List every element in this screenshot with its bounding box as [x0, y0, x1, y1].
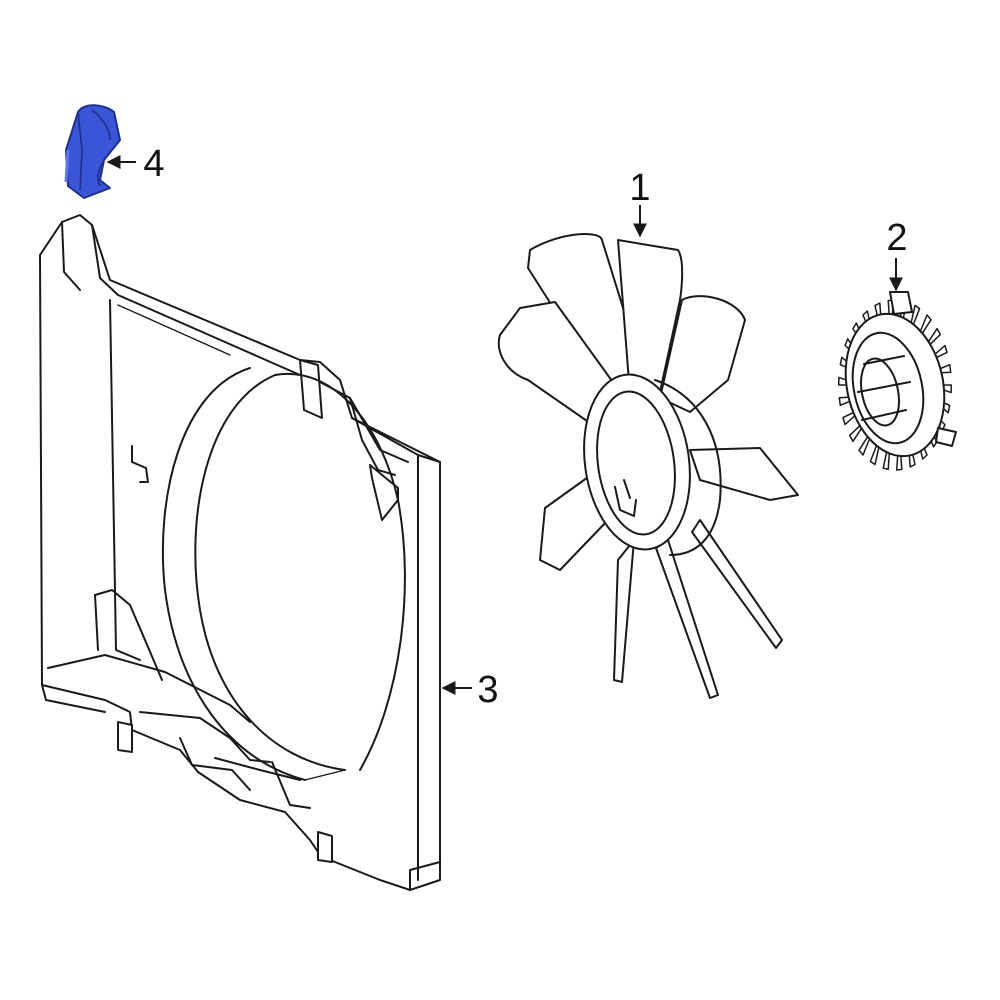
- callout-4: 4: [106, 143, 165, 185]
- callout-3: 3: [441, 669, 499, 711]
- shroud-clip[interactable]: [64, 104, 121, 199]
- callout-2-label: 2: [886, 217, 907, 259]
- fan-blade[interactable]: [497, 233, 799, 699]
- callout-2: 2: [886, 217, 908, 292]
- callout-4-label: 4: [143, 143, 164, 185]
- callout-3-label: 3: [477, 669, 498, 711]
- fan-shroud: [39, 214, 441, 891]
- callout-1-label: 1: [629, 167, 650, 209]
- callout-1: 1: [629, 167, 651, 238]
- fan-clutch[interactable]: [833, 291, 957, 471]
